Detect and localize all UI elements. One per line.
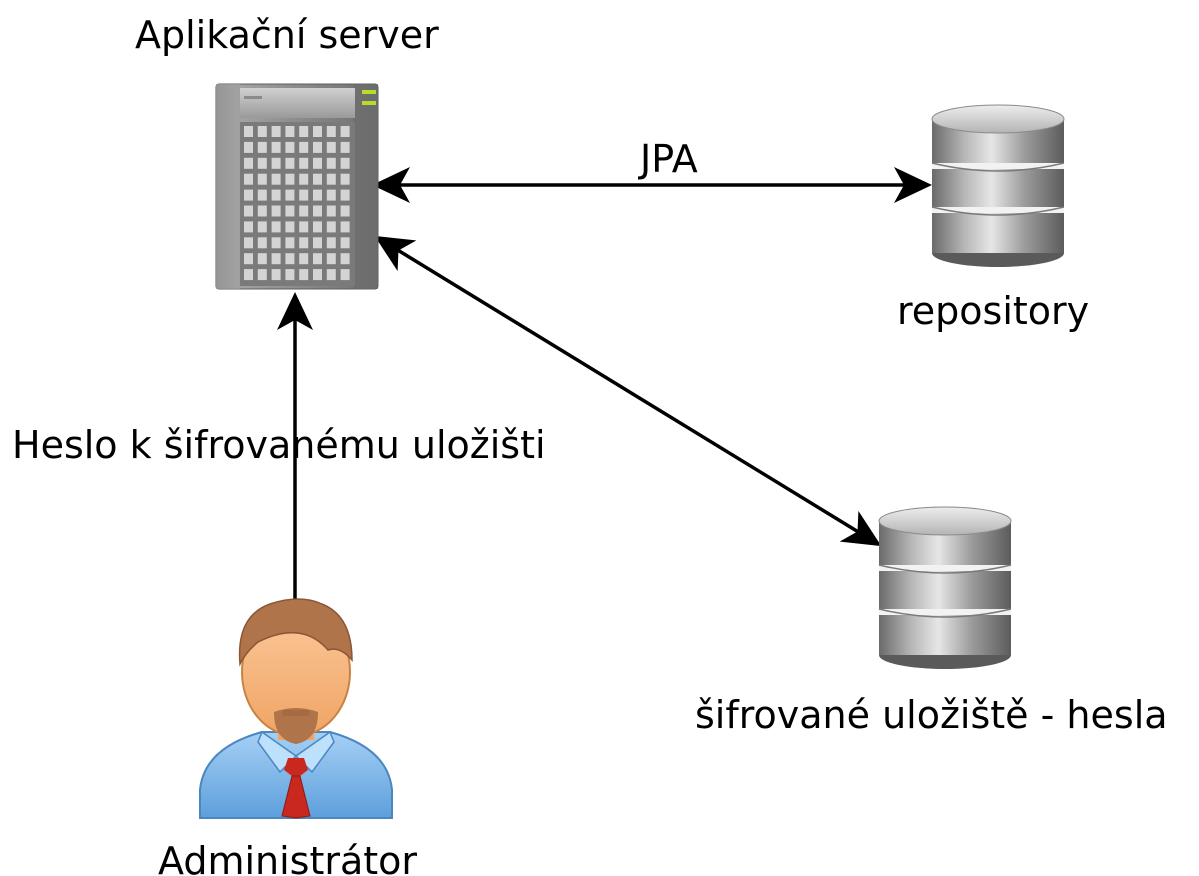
server-vent-cell [257, 141, 267, 153]
server-vent-cell [285, 221, 295, 233]
server-vent-cell [285, 141, 295, 153]
server-vent-cell [244, 157, 253, 169]
encrypted-store-label: šifrované uložiště - hesla [695, 693, 1168, 737]
server-vent-cell [285, 253, 295, 265]
server-vent-cell [271, 205, 281, 217]
password-edge-label: Heslo k šifrovanému uložišti [12, 423, 546, 467]
server-vent-cell [285, 189, 295, 201]
jpa-edge-label: JPA [640, 137, 698, 181]
server-vent-cell [326, 237, 336, 249]
server-vent-cell [271, 189, 281, 201]
server-vent-cell [299, 157, 309, 169]
server-vent-cell [244, 205, 253, 217]
server-vent-cell [285, 126, 295, 137]
server-vent-cell [340, 237, 350, 249]
server-vent-cell [326, 205, 336, 217]
server-vent-grid [244, 126, 350, 281]
server-vent-cell [271, 141, 281, 153]
server-vent-cell [326, 269, 336, 281]
server-vent-cell [285, 157, 295, 169]
server-vent-cell [257, 221, 267, 233]
server-vent-cell [313, 173, 322, 185]
server-vent-cell [299, 189, 309, 201]
server-vent-cell [326, 173, 336, 185]
server-vent-cell [313, 205, 322, 217]
server-vent-cell [257, 237, 267, 249]
server-vent-cell [271, 269, 281, 281]
server-vent-cell [313, 269, 322, 281]
server-vent-cell [285, 269, 295, 281]
server-vent-cell [257, 189, 267, 201]
server-vent-cell [326, 157, 336, 169]
server-vent-cell [257, 253, 267, 265]
server-vent-cell [299, 141, 309, 153]
server-vent-cell [271, 126, 281, 137]
database-icon-repository [931, 104, 1065, 267]
server-vent-cell [257, 126, 267, 137]
server-vent-cell [313, 253, 322, 265]
server-vent-cell [340, 173, 350, 185]
server-vent-cell [340, 157, 350, 169]
server-vent-cell [257, 269, 267, 281]
repository-label: repository [897, 289, 1090, 333]
server-icon [215, 83, 379, 290]
server-vent-cell [326, 253, 336, 265]
server-vent-cell [285, 205, 295, 217]
server-vent-cell [326, 126, 336, 137]
server-vent-cell [313, 141, 322, 153]
server-vent-cell [299, 253, 309, 265]
admin-label: Administrátor [158, 839, 418, 876]
server-vent-cell [285, 173, 295, 185]
user-icon [199, 598, 393, 819]
server-vent-cell [299, 221, 309, 233]
server-vent-cell [299, 173, 309, 185]
server-vent-cell [244, 189, 253, 201]
server-vent-cell [244, 141, 253, 153]
server-vent-cell [257, 173, 267, 185]
server-vent-cell [326, 221, 336, 233]
server-vent-cell [244, 126, 253, 137]
server-vent-cell [299, 237, 309, 249]
server-vent-cell [299, 205, 309, 217]
server-vent-cell [340, 269, 350, 281]
server-label: Aplikační server [135, 13, 439, 57]
server-vent-cell [271, 157, 281, 169]
server-vent-cell [244, 269, 253, 281]
server-vent-cell [271, 173, 281, 185]
server-vent-cell [340, 221, 350, 233]
server-vent-cell [244, 237, 253, 249]
server-vent-cell [257, 205, 267, 217]
server-vent-cell [299, 126, 309, 137]
database-icon-encrypted-store [878, 506, 1012, 669]
server-vent-cell [244, 221, 253, 233]
server-vent-cell [313, 189, 322, 201]
server-vent-cell [257, 157, 267, 169]
server-vent-cell [340, 126, 350, 137]
server-vent-cell [285, 237, 295, 249]
server-vent-cell [299, 269, 309, 281]
server-vent-cell [244, 253, 253, 265]
server-vent-cell [326, 141, 336, 153]
server-vent-cell [244, 173, 253, 185]
edge-server-encrypted-store [374, 235, 882, 547]
server-vent-cell [326, 189, 336, 201]
server-vent-cell [271, 237, 281, 249]
server-vent-cell [313, 157, 322, 169]
server-vent-cell [340, 253, 350, 265]
server-vent-cell [340, 189, 350, 201]
server-vent-cell [313, 126, 322, 137]
server-vent-cell [340, 205, 350, 217]
server-vent-cell [313, 221, 322, 233]
server-vent-cell [340, 141, 350, 153]
server-vent-cell [271, 253, 281, 265]
server-vent-cell [271, 221, 281, 233]
server-vent-cell [313, 237, 322, 249]
